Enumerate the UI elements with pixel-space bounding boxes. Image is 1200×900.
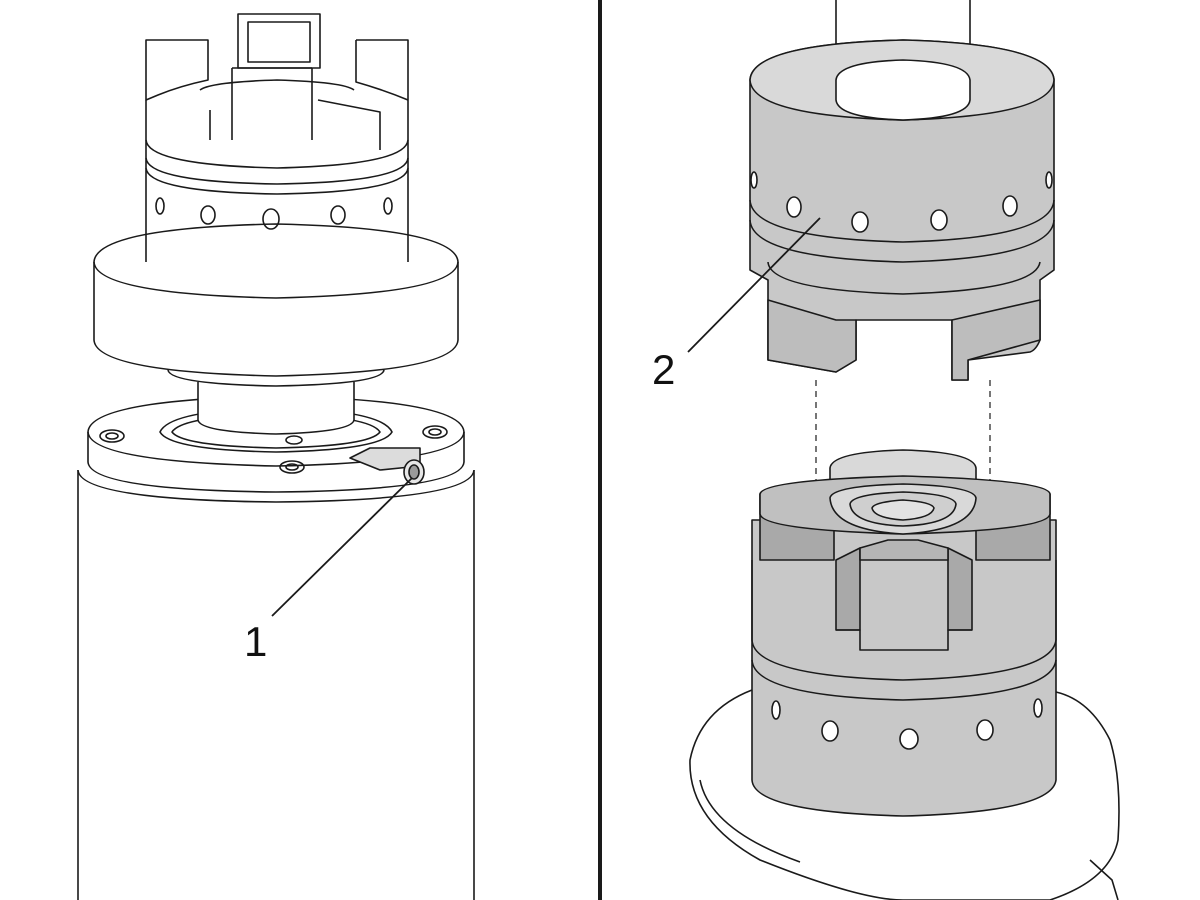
port-hole bbox=[200, 205, 216, 225]
port-hole bbox=[1002, 195, 1018, 217]
port-hole bbox=[771, 700, 781, 720]
port-hole bbox=[1045, 171, 1053, 189]
callout-label-1: 1 bbox=[244, 618, 267, 665]
spindle-neck bbox=[167, 369, 385, 435]
spider-insert bbox=[759, 475, 1051, 631]
port-hole bbox=[821, 720, 839, 742]
jaw-coupling-top bbox=[145, 13, 409, 169]
bolt-head bbox=[422, 425, 448, 439]
port-hole bbox=[786, 196, 802, 218]
port-hole bbox=[1033, 698, 1043, 718]
coupling-disk bbox=[93, 223, 459, 377]
ported-hub bbox=[145, 157, 409, 262]
right-panel bbox=[687, 0, 1120, 900]
upper-coupling-half bbox=[749, 39, 1055, 381]
bolt-head bbox=[285, 435, 303, 445]
port-hole bbox=[851, 211, 869, 233]
port-hole bbox=[899, 728, 919, 750]
port-hole bbox=[930, 209, 948, 231]
port-hole bbox=[330, 205, 346, 225]
leader-line-1 bbox=[271, 477, 413, 617]
bolt-head bbox=[99, 429, 125, 443]
base-ring bbox=[689, 689, 1120, 900]
left-panel bbox=[77, 13, 475, 900]
leader-line-2 bbox=[687, 217, 821, 353]
port-hole bbox=[262, 208, 280, 230]
port-hole bbox=[976, 719, 994, 741]
drive-key bbox=[349, 447, 421, 471]
port-hole bbox=[750, 171, 758, 189]
spindle-body bbox=[77, 469, 475, 900]
lower-coupling-half bbox=[751, 449, 1057, 817]
spindle-flange bbox=[87, 395, 465, 493]
port-hole bbox=[383, 197, 393, 215]
bolt-head bbox=[279, 460, 305, 474]
panel-divider bbox=[598, 0, 602, 900]
callout-label-2: 2 bbox=[652, 346, 675, 393]
port-hole bbox=[155, 197, 165, 215]
